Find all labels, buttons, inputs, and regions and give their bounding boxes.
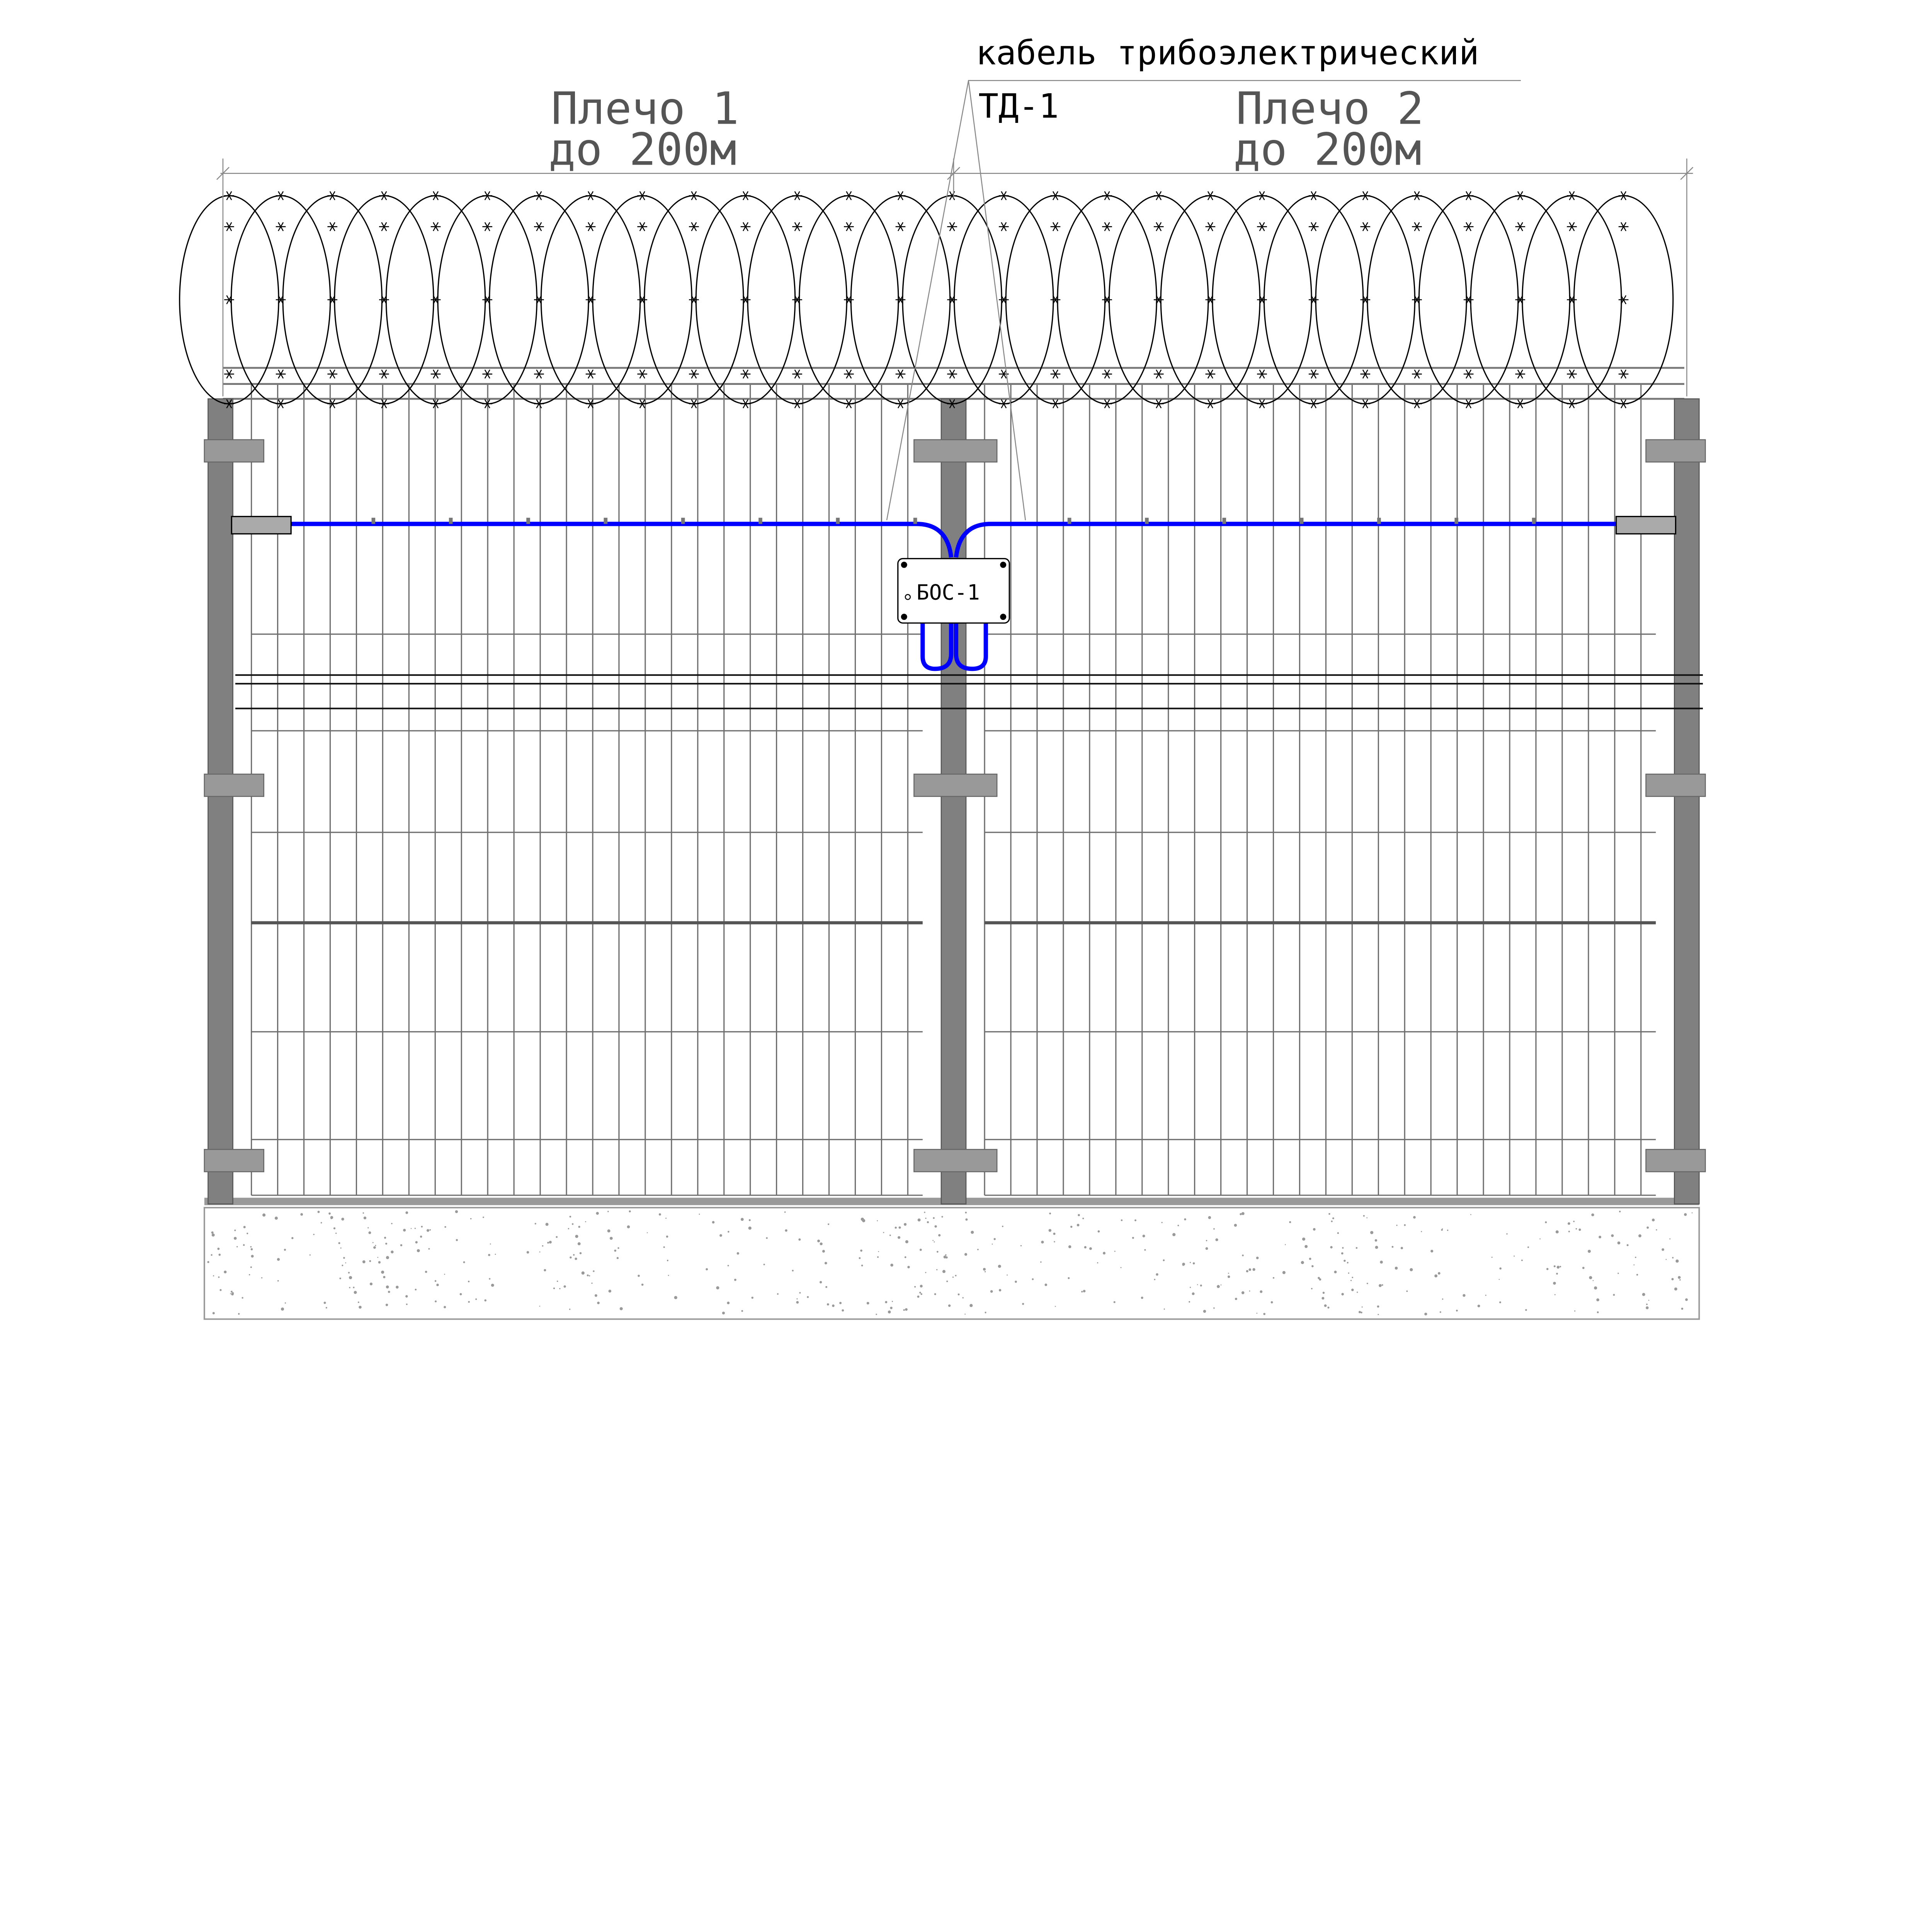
arm1-length: до 200м xyxy=(549,124,736,175)
fence-posts xyxy=(204,398,1706,1205)
triboelectric-cable xyxy=(231,516,1677,671)
leader-lines xyxy=(886,80,1521,521)
fence-drawing: БОС-1 кабель трибоэлектрический ТД-1 Пле… xyxy=(179,34,1706,1320)
dimension-line xyxy=(216,158,1694,396)
concrete-foundation xyxy=(203,1207,1700,1320)
fence-mesh-panels xyxy=(251,384,1656,1196)
fence-diagram: БОС-1 кабель трибоэлектрический ТД-1 Пле… xyxy=(179,34,1706,1320)
arm1-title: Плечо 1 xyxy=(551,83,739,135)
cable-name-label: кабель трибоэлектрический xyxy=(976,34,1479,73)
arm2-title: Плечо 2 xyxy=(1236,83,1424,135)
razor-wire-coils xyxy=(179,191,1674,408)
junction-box-bos1[interactable]: БОС-1 xyxy=(897,558,1010,624)
tension-wires xyxy=(235,674,1703,710)
junction-box-label: БОС-1 xyxy=(917,580,980,604)
arm2-length: до 200м xyxy=(1233,124,1421,175)
cable-model-label: ТД-1 xyxy=(978,87,1059,126)
